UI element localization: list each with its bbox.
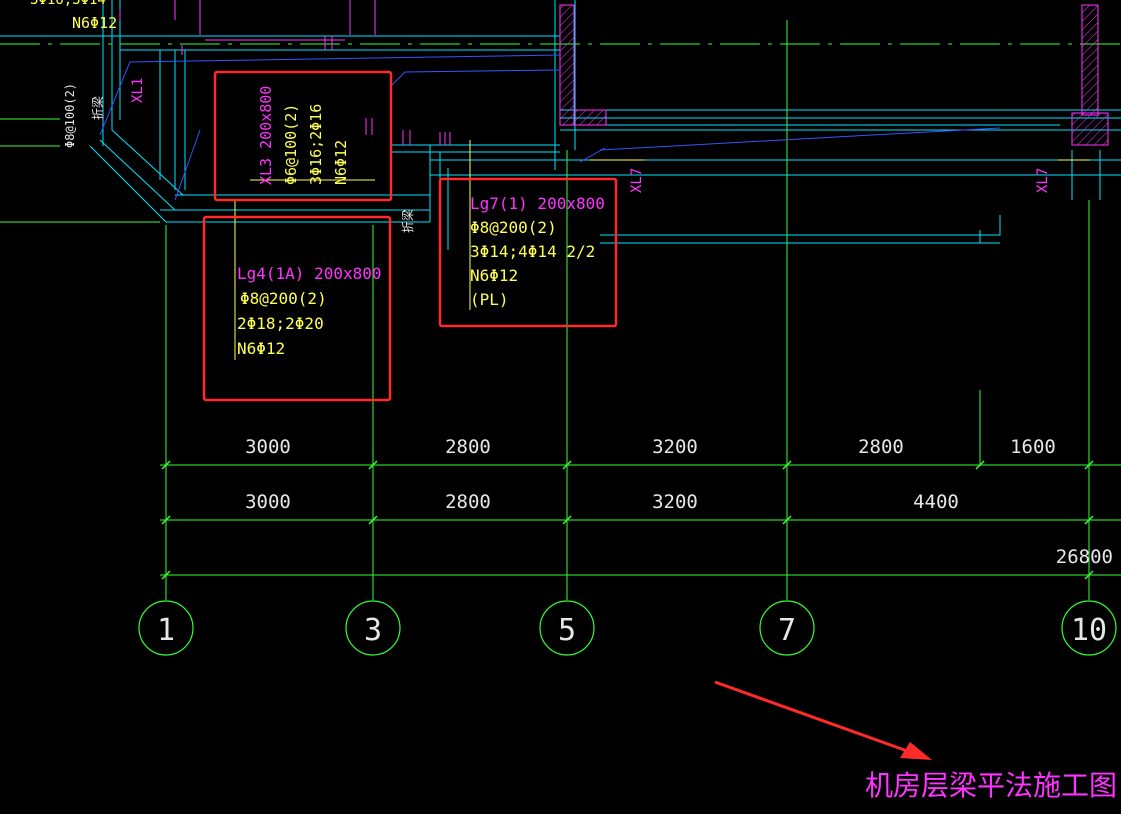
lg7-annotation[interactable]: Lg7(1) 200x800 Φ8@200(2) 3Φ14;4Φ14 2/2 N… bbox=[438, 177, 618, 328]
lg4-rebar: 2Φ18;2Φ20 bbox=[237, 314, 324, 333]
axis-bubble-1[interactable] bbox=[138, 600, 194, 656]
dimension-row-2: 3000 2800 3200 4400 bbox=[245, 491, 959, 513]
axis-grid-lines bbox=[165, 20, 1090, 600]
lg7-stirrup: Φ8@200(2) bbox=[470, 218, 557, 237]
axis-bubble-5[interactable] bbox=[539, 600, 595, 656]
xl3-highlight-box bbox=[213, 70, 393, 202]
axis-bubble-3[interactable] bbox=[345, 600, 401, 656]
xl3-stirrup: Φ6@100(2) bbox=[282, 104, 300, 185]
beam-tag-xl7-a: XL7 bbox=[629, 168, 645, 193]
rebar-lines bbox=[99, 54, 1001, 201]
top-left-note-line1: 3Φ16;3Φ14 bbox=[30, 0, 106, 8]
axis-label-1: 1 bbox=[157, 613, 175, 648]
axis-bubble-7[interactable] bbox=[759, 600, 815, 656]
lg7-side-bars: N6Φ12 bbox=[470, 266, 518, 285]
vertical-fold-note: 折梁 bbox=[90, 96, 105, 120]
dim-row1-span-1: 3000 bbox=[245, 436, 291, 458]
dim-total: 26800 bbox=[1056, 546, 1113, 568]
beam-tag-xl1: XL1 bbox=[130, 78, 146, 103]
dimension-lines bbox=[160, 460, 1121, 580]
lg4-side-bars: N6Φ12 bbox=[237, 339, 285, 358]
axis-bubble-10[interactable] bbox=[1061, 600, 1117, 656]
dim-row2-span-4: 4400 bbox=[913, 491, 959, 513]
axis-label-7: 7 bbox=[778, 613, 796, 648]
lg4-title: Lg4(1A) 200x800 bbox=[237, 264, 382, 283]
beam-tag-xl7-b: XL7 bbox=[1035, 168, 1051, 193]
grid-axis-bubbles bbox=[138, 600, 1117, 656]
lg7-highlight-box bbox=[438, 177, 618, 328]
title-arrow-icon bbox=[714, 680, 932, 760]
axis-label-3: 3 bbox=[364, 613, 382, 648]
top-left-note-line2: N6Φ12 bbox=[72, 14, 117, 32]
dim-row2-span-1: 3000 bbox=[245, 491, 291, 513]
dim-row1-span-4: 2800 bbox=[858, 436, 904, 458]
dim-row2-span-2: 2800 bbox=[445, 491, 491, 513]
lg7-note: (PL) bbox=[470, 290, 509, 309]
beam-outlines bbox=[0, 0, 1121, 250]
lg4-annotation[interactable]: Lg4(1A) 200x800 Φ8@200(2) 2Φ18;2Φ20 N6Φ1… bbox=[202, 215, 392, 402]
axis-label-5: 5 bbox=[558, 613, 576, 648]
xl3-annotation[interactable]: XL3 200x800 Φ6@100(2) 3Φ16;2Φ16 N6Φ12 bbox=[213, 70, 393, 202]
lg4-highlight-box bbox=[202, 215, 392, 402]
dim-row1-span-5: 1600 bbox=[1010, 436, 1056, 458]
grid-axis-labels: 1 3 5 7 10 bbox=[157, 613, 1107, 648]
fold-beam-label: 折梁 bbox=[400, 209, 415, 233]
lg7-rebar: 3Φ14;4Φ14 2/2 bbox=[470, 242, 595, 261]
dim-row2-span-3: 3200 bbox=[652, 491, 698, 513]
lg4-stirrup: Φ8@200(2) bbox=[240, 289, 327, 308]
dim-row1-span-3: 3200 bbox=[652, 436, 698, 458]
xl3-rebar: 3Φ16;2Φ16 bbox=[307, 104, 325, 185]
rebar-marks bbox=[119, 10, 451, 145]
leader-lines bbox=[234, 140, 1090, 360]
lg7-title: Lg7(1) 200x800 bbox=[470, 194, 605, 213]
dim-row1-span-2: 2800 bbox=[445, 436, 491, 458]
vertical-stirrup-note: Φ8@100(2) bbox=[63, 83, 77, 148]
axis-label-10: 10 bbox=[1071, 613, 1107, 648]
walls bbox=[174, 0, 1109, 146]
xl3-title: XL3 200x800 bbox=[257, 86, 275, 185]
drawing-title: 机房层梁平法施工图 bbox=[865, 769, 1117, 802]
xl3-side-bars: N6Φ12 bbox=[332, 140, 350, 185]
dimension-row-1: 3000 2800 3200 2800 1600 bbox=[245, 436, 1056, 458]
